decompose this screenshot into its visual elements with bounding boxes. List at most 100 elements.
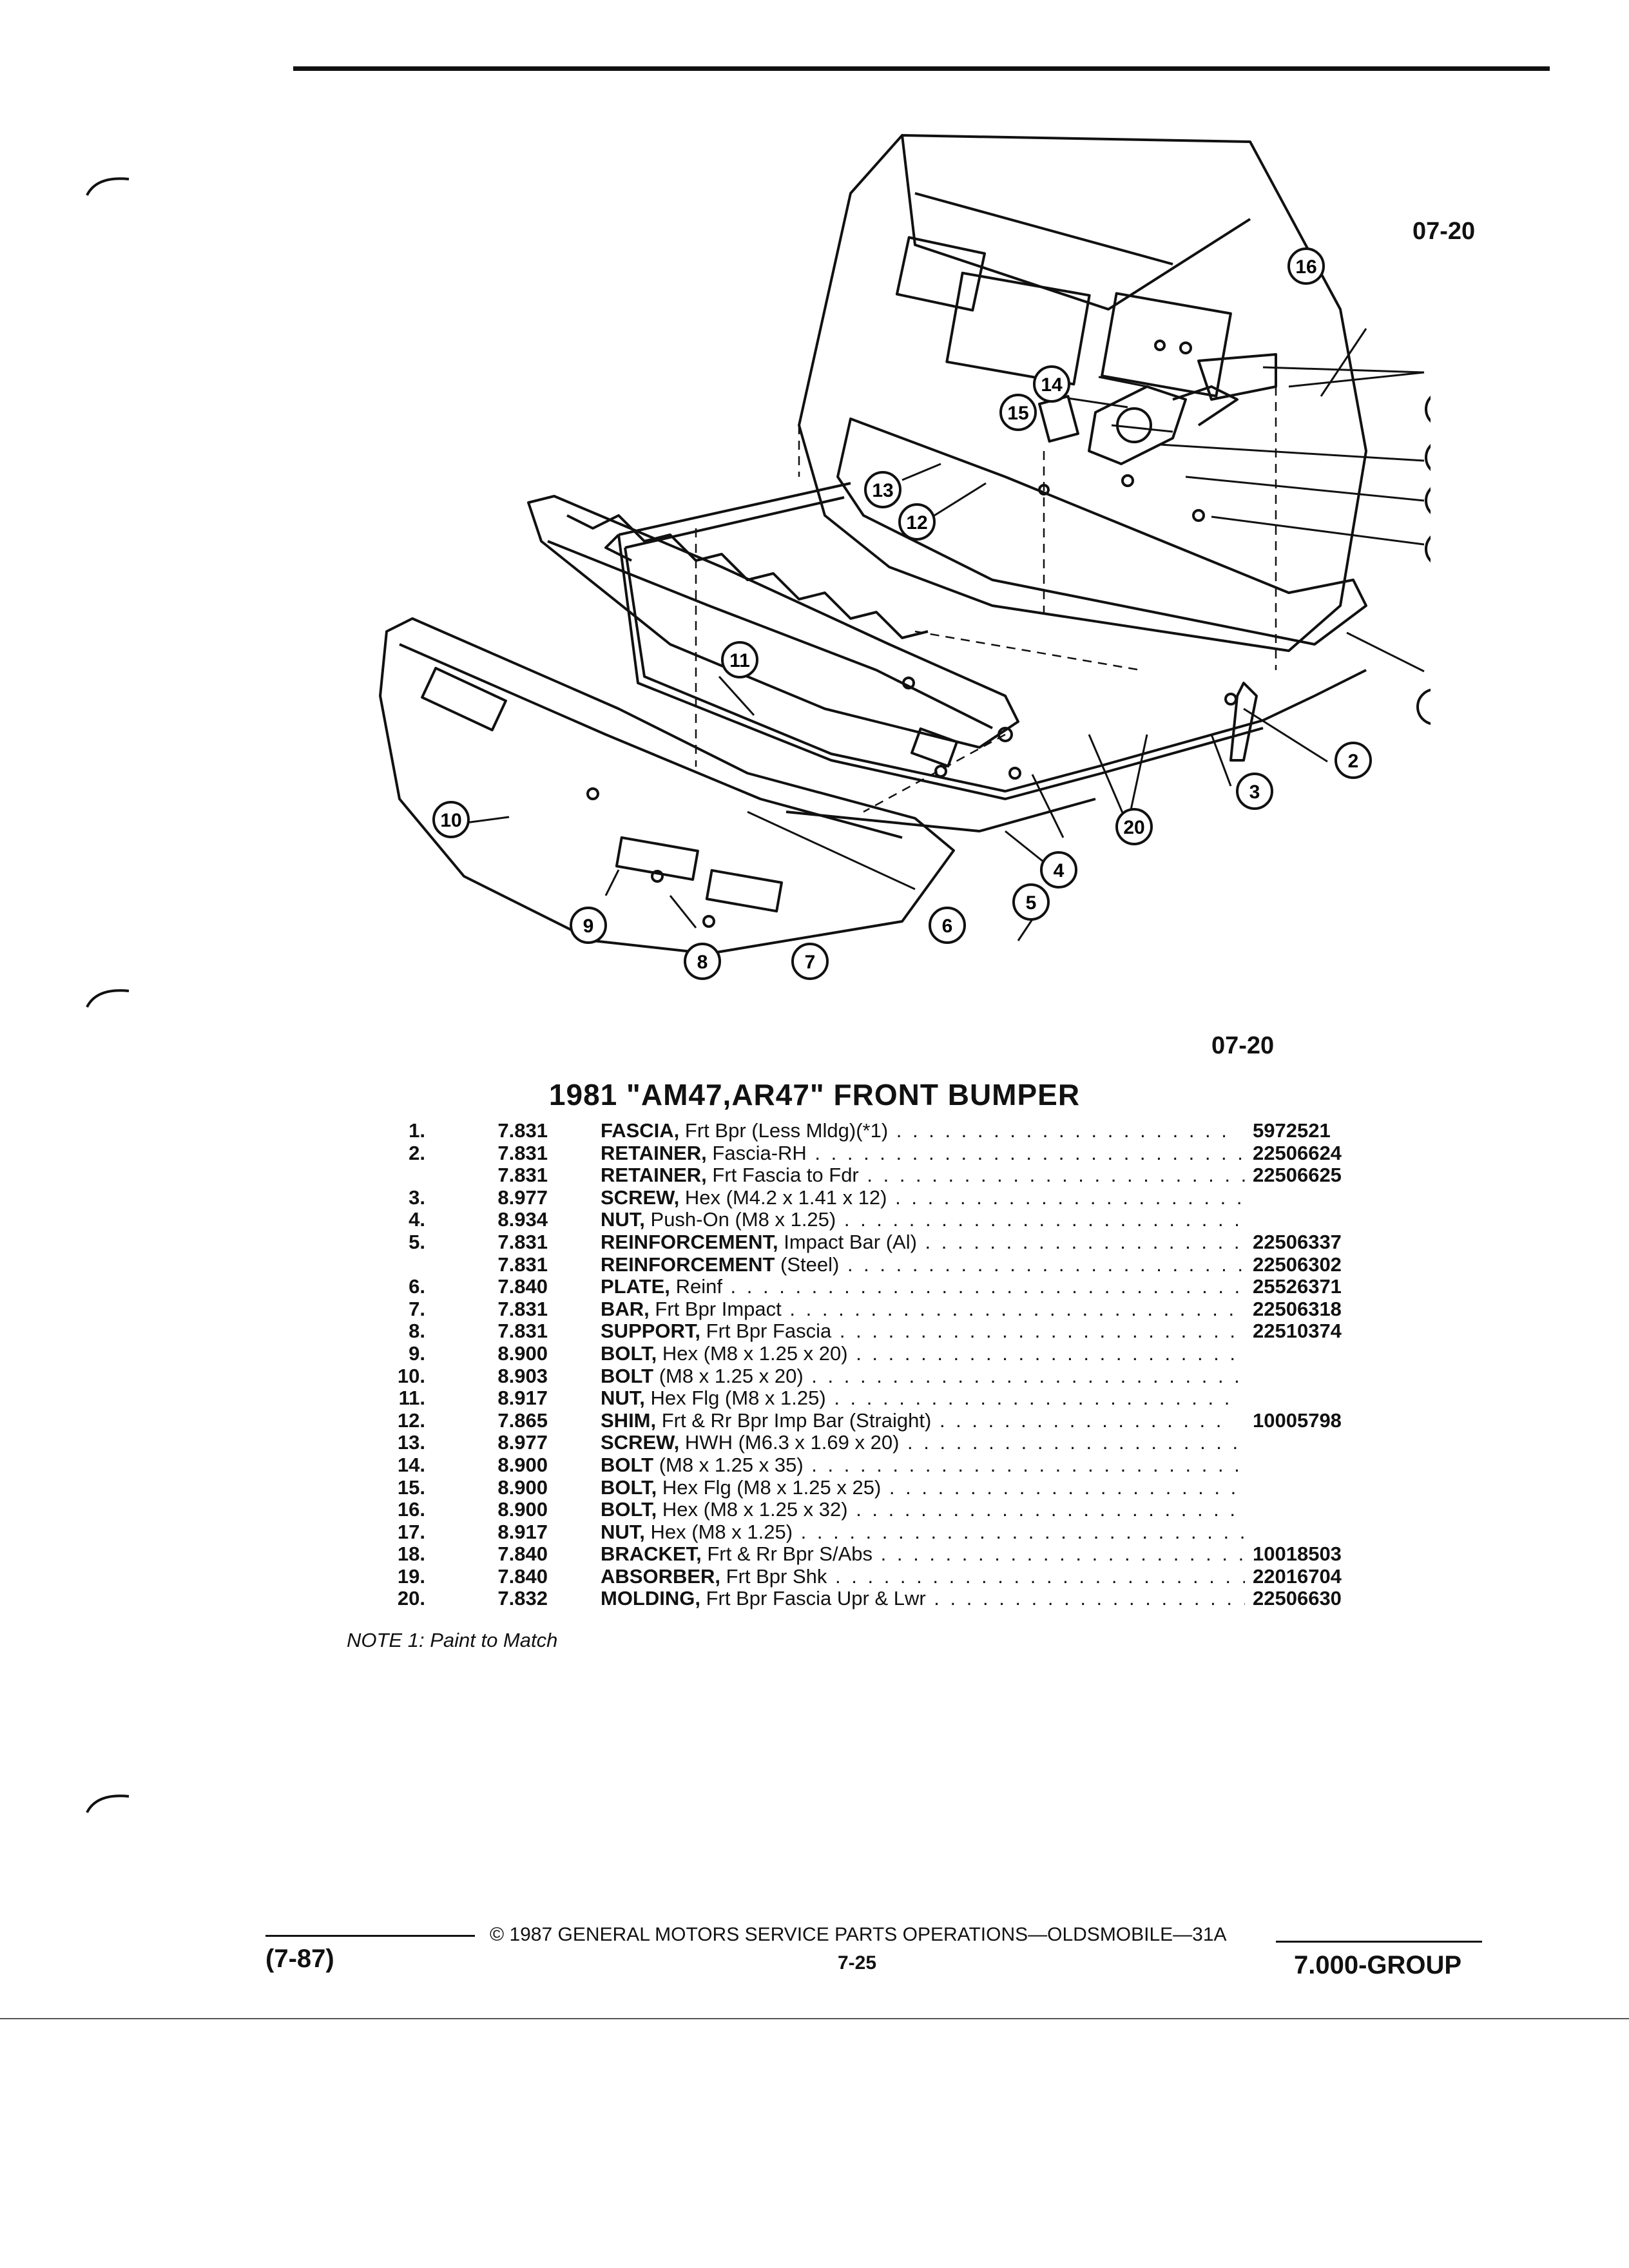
figure-code-bottom: 07-20 xyxy=(1211,1032,1275,1059)
leader-dots: . . . . . . . . . . . . . . . . . . . . … xyxy=(722,1276,1243,1298)
callout-20: 20 xyxy=(1115,808,1153,845)
part-description: ABSORBER, Frt Bpr Shk . . . . . . . . . … xyxy=(601,1566,1245,1588)
item-number: 12. xyxy=(397,1408,425,1432)
retainer xyxy=(1229,682,1258,762)
svg-text:16: 16 xyxy=(1295,256,1316,278)
part-number: 22016704 xyxy=(1253,1564,1342,1588)
part-number: 22506318 xyxy=(1253,1297,1342,1320)
fascia-upper xyxy=(836,418,1367,646)
part-name: MOLDING, xyxy=(601,1588,700,1610)
part-detail: Push-On (M8 x 1.25) xyxy=(650,1209,836,1231)
callout-8: 8 xyxy=(684,943,721,980)
hood-outline xyxy=(798,134,1367,652)
svg-text:1: 1 xyxy=(1430,697,1431,718)
leader-dots: . . . . . . . . . . . . . . . . . . . . … xyxy=(916,1231,1245,1253)
left-headlamp xyxy=(945,271,1091,386)
item-number: 8. xyxy=(409,1320,425,1343)
group-number: 7.840 xyxy=(497,1542,548,1566)
part-number: 22506337 xyxy=(1253,1230,1342,1253)
part-detail: Frt Bpr Impact xyxy=(655,1298,782,1320)
part-description: BOLT (M8 x 1.25 x 35) . . . . . . . . . … xyxy=(601,1454,1245,1476)
item-number: 10. xyxy=(397,1364,425,1387)
part-description: BOLT, Hex Flg (M8 x 1.25 x 25) . . . . .… xyxy=(601,1477,1245,1499)
part-detail: Impact Bar (Al) xyxy=(784,1231,917,1253)
part-detail: (M8 x 1.25 x 35) xyxy=(659,1454,804,1476)
item-number: 13. xyxy=(397,1431,425,1454)
leader-dots: . . . . . . . . . . . . . . . . . . . . … xyxy=(888,1120,1229,1142)
part-detail: Frt Bpr Shk xyxy=(726,1565,827,1588)
item-number: 7. xyxy=(409,1297,425,1320)
part-name: REINFORCEMENT, xyxy=(601,1231,778,1253)
callout-2: 2 xyxy=(1335,742,1372,779)
part-description: BAR, Frt Bpr Impact . . . . . . . . . . … xyxy=(601,1298,1245,1320)
callout-18: 18 xyxy=(1425,444,1431,471)
fascia-lower xyxy=(786,669,1367,832)
part-name: SCREW, xyxy=(601,1186,680,1209)
group-number: 8.917 xyxy=(497,1520,548,1543)
part-detail: Frt Bpr Fascia xyxy=(706,1320,832,1343)
callout-4: 4 xyxy=(1040,851,1077,889)
part-detail: Frt Bpr (Less Mldg)(*1) xyxy=(684,1120,889,1142)
group-number: 7.831 xyxy=(497,1164,548,1187)
svg-text:2: 2 xyxy=(1348,751,1359,772)
right-headlamp xyxy=(1101,292,1232,398)
leader-dots: . . . . . . . . . . . . . . . . . . xyxy=(931,1409,1224,1432)
svg-text:10: 10 xyxy=(440,810,461,831)
part-description: FASCIA, Frt Bpr (Less Mldg)(*1) . . . . … xyxy=(601,1120,1245,1142)
part-description: BOLT, Hex (M8 x 1.25 x 20) . . . . . . .… xyxy=(601,1343,1245,1365)
item-number: 20. xyxy=(397,1587,425,1610)
part-name: BOLT xyxy=(601,1365,654,1387)
callout-5: 5 xyxy=(1012,883,1050,921)
callout-17b: 17 xyxy=(1425,535,1431,562)
part-number: 10005798 xyxy=(1253,1408,1342,1432)
leader-dots: . . . . . . . . . . . . . . . . . . . . … xyxy=(793,1521,1245,1543)
part-detail: Frt Fascia to Fdr xyxy=(712,1164,859,1187)
leader-dots: . . . . . . . . . . . . . . . . . . . . … xyxy=(781,1298,1237,1320)
part-description: MOLDING, Frt Bpr Fascia Upr & Lwr . . . … xyxy=(601,1588,1245,1610)
leader-dots: . . . . . . . . . . . . . . . . . . . . … xyxy=(899,1432,1245,1454)
part-description: SUPPORT, Frt Bpr Fascia . . . . . . . . … xyxy=(601,1320,1245,1342)
svg-text:12: 12 xyxy=(906,512,927,533)
note: NOTE 1: Paint to Match xyxy=(347,1629,558,1651)
group-number: 7.831 xyxy=(497,1230,548,1253)
leader-dots: . . . . . . . . . . . . . . . . . . . . … xyxy=(831,1320,1245,1343)
callout-7: 7 xyxy=(791,943,829,980)
figure-code-top: 07-20 xyxy=(1412,218,1476,245)
part-number: 5972521 xyxy=(1253,1119,1331,1142)
leader-dots: . . . . . . . . . . . . . . . . . . . . xyxy=(925,1588,1245,1610)
group-number: 7.840 xyxy=(497,1275,548,1298)
callout-6: 6 xyxy=(929,907,966,944)
svg-text:9: 9 xyxy=(583,916,594,937)
svg-text:3: 3 xyxy=(1249,782,1260,803)
item-number: 14. xyxy=(397,1453,425,1476)
footer-rule-right xyxy=(1276,1941,1482,1943)
callout-19: 19 xyxy=(1425,487,1431,514)
callout-11: 11 xyxy=(721,641,758,678)
item-number: 17. xyxy=(397,1520,425,1543)
part-detail: Hex (M8 x 1.25 x 32) xyxy=(662,1499,848,1521)
leader-dots: . . . . . . . . . . . . . . . . . . . . … xyxy=(847,1499,1239,1521)
part-name: REINFORCEMENT xyxy=(601,1253,775,1276)
callout-13: 13 xyxy=(864,471,901,508)
group-number: 7.865 xyxy=(497,1408,548,1432)
item-number: 9. xyxy=(409,1341,425,1365)
leader-dots: . . . . . . . . . . . . . . . . . . . . … xyxy=(887,1186,1245,1209)
part-name: ABSORBER, xyxy=(601,1565,721,1588)
part-description: BRACKET, Frt & Rr Bpr S/Abs . . . . . . … xyxy=(601,1543,1245,1565)
part-detail: Hex (M4.2 x 1.41 x 12) xyxy=(684,1186,887,1209)
group-number: 7.832 xyxy=(497,1587,548,1610)
callout-3: 3 xyxy=(1236,773,1273,810)
part-description: BOLT (M8 x 1.25 x 20) . . . . . . . . . … xyxy=(601,1365,1245,1387)
footer-revision: (7-87) xyxy=(265,1945,334,1973)
svg-text:11: 11 xyxy=(729,650,750,671)
part-name: BOLT xyxy=(601,1454,654,1476)
